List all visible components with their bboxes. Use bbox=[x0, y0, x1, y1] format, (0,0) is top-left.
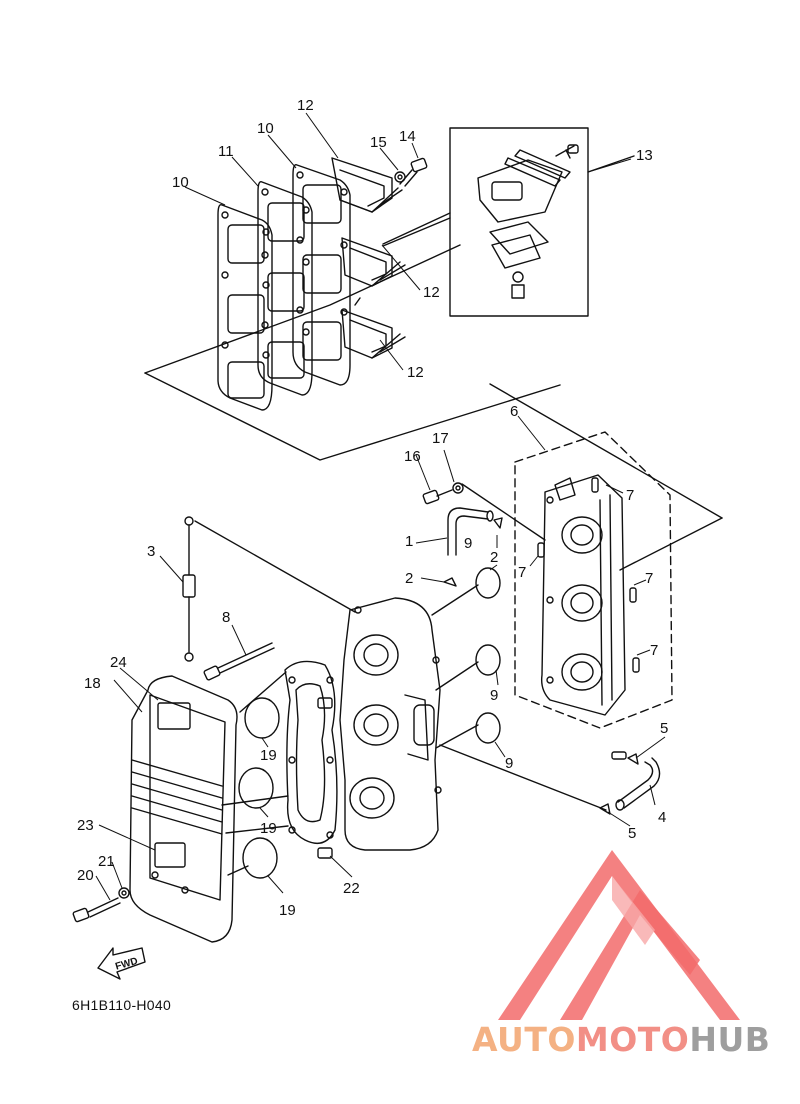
label-5a: 5 bbox=[660, 720, 668, 737]
automotohub-logo-icon bbox=[498, 850, 740, 1020]
label-7d: 7 bbox=[650, 642, 658, 659]
gasket-19-c bbox=[242, 837, 278, 879]
washer-17 bbox=[452, 482, 546, 541]
label-7a: 7 bbox=[626, 487, 634, 504]
label-9b: 9 bbox=[490, 687, 498, 704]
brand-word-hub: HUB bbox=[689, 1020, 771, 1059]
label-18: 18 bbox=[84, 675, 101, 692]
bolt-20 bbox=[72, 897, 121, 923]
hose-1 bbox=[447, 507, 494, 556]
label-22: 22 bbox=[343, 880, 360, 897]
label-2a: 2 bbox=[490, 549, 498, 566]
leader-lines bbox=[95, 112, 666, 901]
bolt-16 bbox=[422, 489, 453, 505]
bolt-14 bbox=[399, 157, 428, 187]
label-24: 24 bbox=[110, 654, 127, 671]
label-9a: 9 bbox=[464, 535, 472, 552]
gasket-10-right bbox=[292, 164, 351, 386]
o-ring-9-b bbox=[475, 644, 501, 676]
gasket-19-b bbox=[238, 767, 274, 809]
reed-valve-detail-box-13 bbox=[382, 127, 635, 317]
assembly-6-dashed-outline bbox=[489, 383, 723, 729]
label-7b: 7 bbox=[518, 564, 526, 581]
brand-word-moto: MOTO bbox=[575, 1020, 690, 1059]
clip-5-b bbox=[599, 803, 611, 815]
reed-valve-12-top bbox=[331, 157, 403, 213]
label-9c: 9 bbox=[505, 755, 513, 772]
label-19a: 19 bbox=[260, 747, 277, 764]
label-3: 3 bbox=[147, 543, 155, 560]
pin-7-b bbox=[537, 542, 545, 558]
label-16: 16 bbox=[404, 448, 421, 465]
label-1: 1 bbox=[405, 533, 413, 550]
silencer-cover-18 bbox=[129, 675, 238, 943]
bolt-8 bbox=[203, 642, 275, 681]
label-12b: 12 bbox=[423, 284, 440, 301]
label-17: 17 bbox=[432, 430, 449, 447]
label-7c: 7 bbox=[645, 570, 653, 587]
gasket-22 bbox=[284, 660, 338, 859]
hose-4 bbox=[615, 757, 661, 811]
washer-15 bbox=[394, 171, 406, 183]
label-10a: 10 bbox=[257, 120, 274, 137]
label-21: 21 bbox=[98, 853, 115, 870]
pin-7-c bbox=[629, 587, 637, 603]
forward-direction-arrow-icon: FWD bbox=[97, 947, 146, 980]
clip-2-a bbox=[493, 517, 503, 529]
pin-7-d bbox=[632, 657, 640, 673]
reed-plate-assembly-outline bbox=[144, 244, 561, 461]
label-6: 6 bbox=[510, 403, 518, 420]
automotohub-wordmark: AUTOMOTOHUB bbox=[472, 1020, 770, 1059]
link-rod-3 bbox=[182, 516, 356, 662]
intake-manifold bbox=[339, 584, 479, 851]
label-12c: 12 bbox=[407, 364, 424, 381]
label-5b: 5 bbox=[628, 825, 636, 842]
label-19b: 19 bbox=[260, 820, 277, 837]
label-2b: 2 bbox=[405, 570, 413, 587]
label-10b: 10 bbox=[172, 174, 189, 191]
part-number-labels: 12 10 11 10 15 14 13 12 12 6 17 16 7 1 2… bbox=[77, 97, 668, 919]
label-12a: 12 bbox=[297, 97, 314, 114]
diagram-code: 6H1B110-H040 bbox=[72, 997, 172, 1013]
pin-7-a bbox=[591, 477, 599, 493]
reed-valve-12-middle bbox=[341, 237, 406, 287]
gasket-10-left bbox=[217, 204, 273, 411]
label-15: 15 bbox=[370, 134, 387, 151]
label-14: 14 bbox=[399, 128, 416, 145]
clip-5-a bbox=[611, 751, 639, 765]
label-11: 11 bbox=[218, 143, 234, 160]
label-19c: 19 bbox=[279, 902, 296, 919]
o-ring-9-c bbox=[475, 712, 501, 744]
label-20: 20 bbox=[77, 867, 94, 884]
label-13: 13 bbox=[636, 147, 653, 164]
reed-valve-12-bottom bbox=[341, 297, 406, 359]
gasket-11-middle bbox=[257, 181, 313, 396]
carburetor-body-6 bbox=[540, 474, 626, 716]
label-4: 4 bbox=[658, 809, 666, 826]
label-8: 8 bbox=[222, 609, 230, 626]
brand-word-auto: AUTO bbox=[472, 1020, 576, 1059]
clip-2-b bbox=[443, 577, 457, 587]
o-ring-9-a bbox=[475, 567, 501, 599]
label-23: 23 bbox=[77, 817, 94, 834]
washer-21 bbox=[118, 887, 130, 899]
